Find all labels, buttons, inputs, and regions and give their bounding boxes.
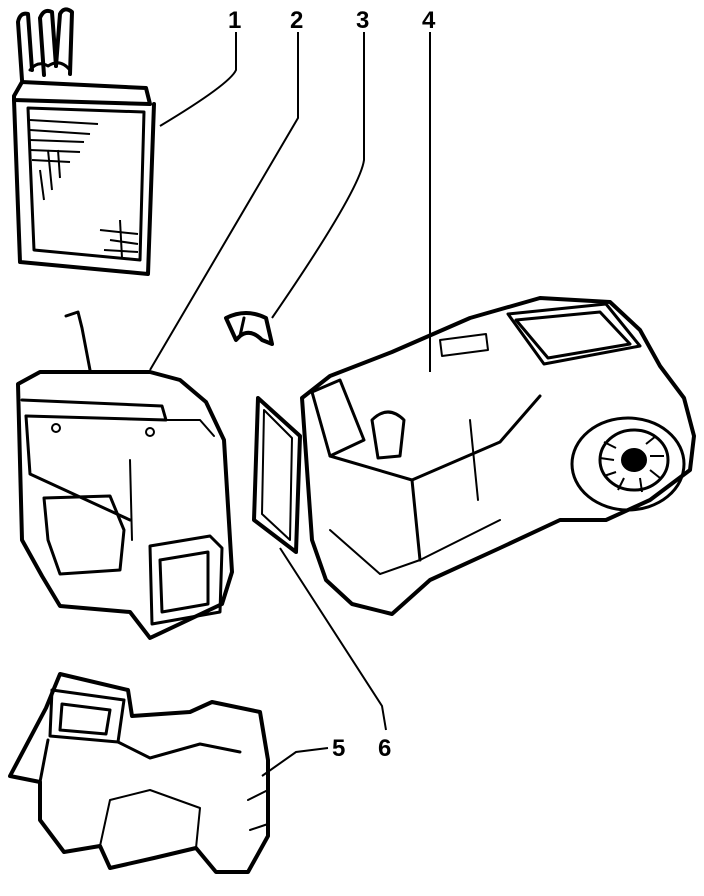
seal-gasket — [252, 396, 302, 554]
callout-1: 1 — [228, 7, 241, 34]
leader-line-2 — [149, 32, 299, 371]
leader-line-1 — [159, 32, 237, 127]
leader-line-6 — [279, 547, 387, 731]
callout-6: 6 — [378, 735, 391, 762]
retaining-clip — [224, 311, 274, 346]
heater-blower-housing — [300, 296, 696, 616]
heater-core — [12, 7, 156, 276]
callout-3: 3 — [356, 7, 369, 34]
callout-4: 4 — [422, 7, 436, 34]
callout-5: 5 — [332, 735, 345, 762]
leader-lines — [149, 32, 431, 777]
air-distribution-housing — [16, 310, 234, 640]
leader-line-3 — [271, 32, 365, 319]
lower-duct — [8, 672, 270, 874]
callout-2: 2 — [290, 7, 303, 34]
leader-line-5 — [261, 747, 329, 777]
